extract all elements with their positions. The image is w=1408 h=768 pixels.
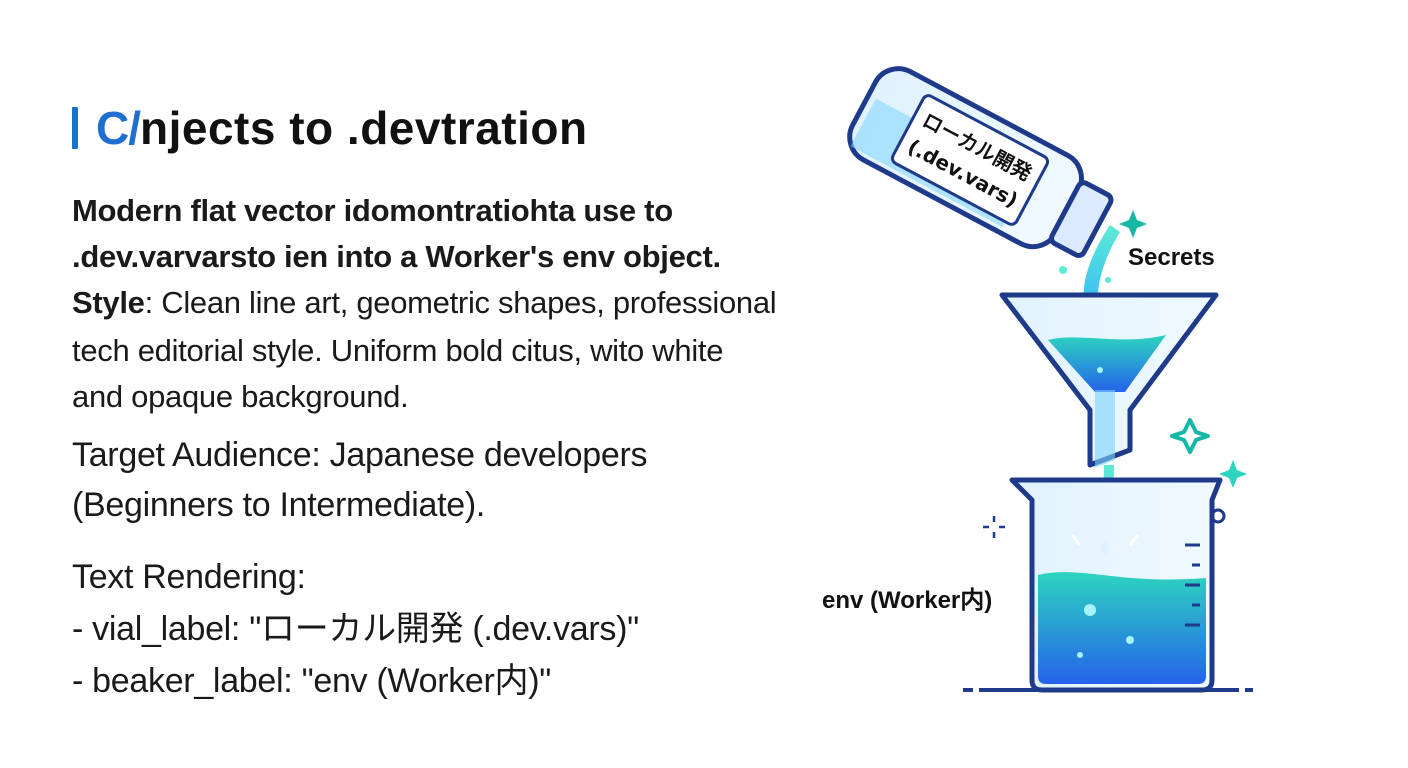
pouring-illustration: ローカル開発 (.dev.vars) [847,66,1253,693]
splash-drop [1101,538,1109,558]
description-line-1: Modern flat vector idomontratiohta use t… [72,193,673,228]
droplet [1105,277,1111,283]
plus-sparkle-icon [983,516,1005,538]
pour-stream [1083,225,1120,305]
title-accent-bar [72,107,78,149]
sparkle-icon [1119,210,1147,238]
bubble [1084,604,1096,616]
funnel-liquid [1048,335,1166,392]
style-label: Style [72,285,145,320]
title-text: njects to .devtration [140,102,588,154]
ring-icon [1210,508,1226,524]
droplet [1059,266,1067,274]
page-title: C/ njects to .devtration [72,98,792,158]
vial-label-line: - vial_label: "ローカル開発 (.dev.vars)" [72,610,639,648]
title-accent-text: C/ [96,102,141,154]
beaker [1009,477,1223,693]
funnel-spout-liquid [1095,390,1115,468]
sparkle-icon [1219,460,1247,488]
audience-line-2: (Beginners to Intermediate). [72,486,486,524]
vial: ローカル開発 (.dev.vars) [847,66,1114,259]
bubble [1097,367,1103,373]
style-line-3: and opaque background. [72,379,409,414]
bubble [1126,636,1134,644]
beaker-label: env (Worker内) [822,587,993,614]
splash-line [1070,534,1082,546]
vial-label-tag [890,94,1050,226]
splash-line [1128,534,1140,546]
style-line-1: Style: Clean line art, geometric shapes,… [72,280,792,326]
description-line-2: .dev.varvarsto ien into a Worker's env o… [72,239,721,274]
sparkle-icon [1170,418,1210,454]
audience-line-1: Target Audience: Japanese developers [72,436,648,474]
funnel [999,292,1219,468]
secrets-label: Secrets [1128,244,1215,271]
beaker-label-line: - beaker_label: "env (Worker内)" [72,662,552,700]
beaker-liquid [1038,572,1206,684]
text-rendering-heading: Text Rendering: [72,558,306,596]
style-text-1: : Clean line art, geometric shapes, prof… [144,285,777,320]
vial-neck [1049,180,1114,259]
text-column: C/ njects to .devtration Modern flat vec… [72,0,792,768]
bubble [1077,652,1083,658]
style-line-2: tech editorial style. Uniform bold citus… [72,333,724,368]
